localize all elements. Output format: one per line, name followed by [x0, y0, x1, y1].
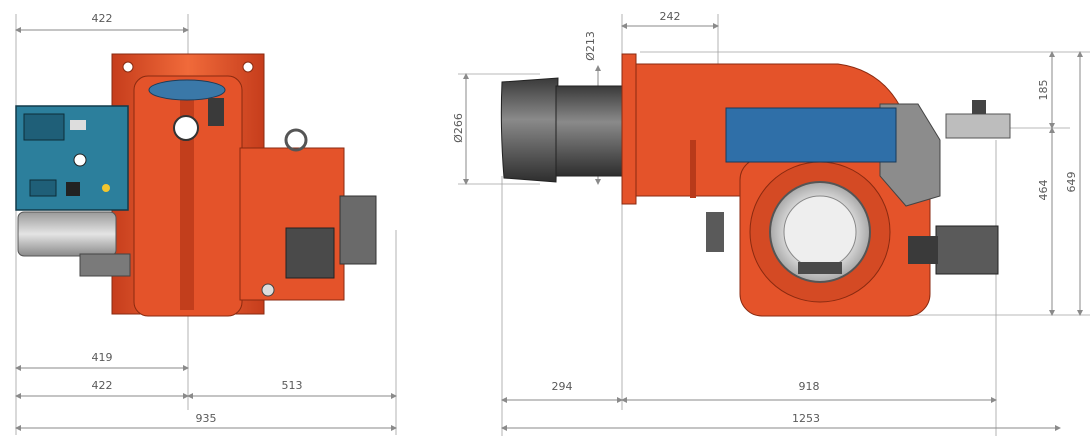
housing-rib	[180, 80, 194, 310]
motor-foot	[79, 253, 131, 277]
dim-head-length-label: 294	[552, 380, 573, 393]
control-box	[725, 107, 897, 163]
dim-overall-label: 935	[196, 412, 217, 425]
main-switch	[66, 182, 80, 196]
fan-bracket	[798, 262, 842, 274]
right-view: 242 Ø213 Ø266 185 464	[452, 10, 1090, 436]
fan-hub	[783, 195, 857, 269]
control-display	[23, 113, 65, 141]
dim-tube-offset-label: 242	[660, 10, 681, 23]
pump-motor	[908, 236, 938, 264]
dim-513-label: 513	[282, 379, 303, 392]
oil-pump	[339, 195, 377, 265]
dim-419-label: 419	[92, 351, 113, 364]
left-view: 422 419 422 513	[15, 12, 397, 435]
oil-pump	[935, 225, 999, 275]
fan-motor	[17, 211, 117, 257]
dim-422-label: 422	[92, 379, 113, 392]
status-lamp	[102, 184, 110, 192]
dim-total-height-label: 649	[1065, 172, 1078, 193]
sight-glass	[173, 115, 199, 141]
pressure-switch	[208, 98, 224, 126]
body-rib	[690, 140, 696, 198]
control-switch	[70, 120, 86, 130]
dim-tube-dia-label: Ø213	[584, 31, 597, 61]
gas-pipe	[945, 113, 1011, 139]
dim-head-dia-label: Ø266	[452, 113, 465, 143]
flange-hole	[122, 61, 134, 73]
dim-top-height-label: 185	[1037, 80, 1050, 101]
dim-mid-height-label: 464	[1037, 180, 1050, 201]
tube-flange	[621, 53, 637, 205]
control-knob	[73, 153, 87, 167]
adjust-screw	[261, 283, 275, 297]
blast-tube	[555, 85, 625, 177]
dim-top-width-label: 422	[92, 12, 113, 25]
servomotor	[285, 227, 335, 279]
flange-hole	[242, 61, 254, 73]
air-damper-lever	[706, 212, 724, 252]
lifting-eye	[284, 128, 308, 152]
dim-body-length-label: 918	[799, 380, 820, 393]
dim-overall-length-label: 1253	[792, 412, 820, 425]
air-inlet-window	[148, 79, 226, 101]
control-socket	[29, 179, 57, 197]
combustion-head	[500, 77, 559, 183]
pipe-valve	[972, 100, 986, 114]
